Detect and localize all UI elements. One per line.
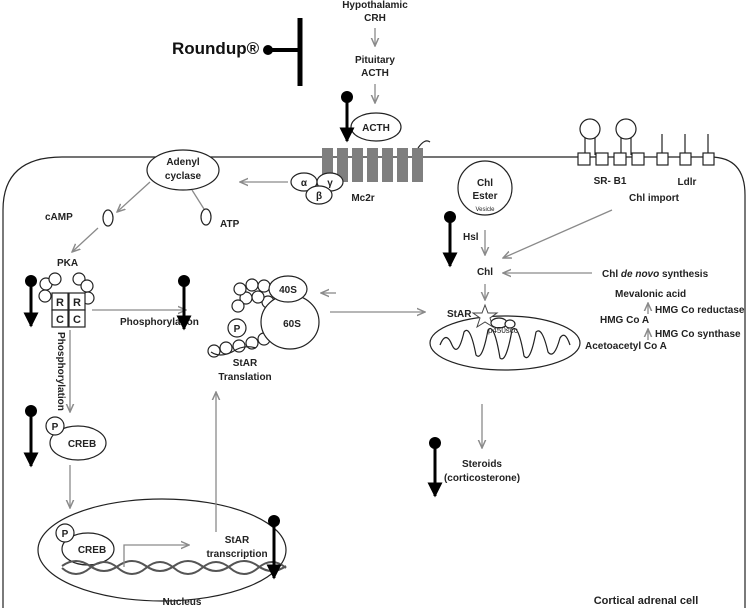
star-mito-label: StAR [447, 309, 472, 320]
mitochondrion-cristae [439, 328, 571, 360]
mc2r-receptor [322, 140, 431, 182]
hsl-inhibit-dot-icon [444, 211, 456, 223]
chl-ester-label-1: Chl [477, 178, 493, 189]
pka-inhibit-dot-icon [25, 275, 37, 287]
star-translation-inhibit-dot-icon [178, 275, 190, 287]
ldlr-label: Ldlr [678, 177, 697, 188]
g-beta-node [305, 185, 333, 205]
camp-label: cAMP [45, 212, 73, 223]
p-creb-nuc-node [55, 523, 75, 543]
acth-receptor-label: ACTH [362, 123, 390, 134]
creb-label: CREB [68, 439, 96, 450]
pituitary-label: Pituitary [355, 55, 395, 66]
atp-node [200, 208, 212, 226]
acth-top-label: ACTH [361, 68, 389, 79]
pka-c1-label: C [56, 314, 64, 326]
arrow-import-chl [503, 209, 613, 258]
cell-label: Cortical adrenal cell [594, 595, 699, 607]
p450scc-node-2 [504, 319, 516, 329]
creb-inhibit-dot-icon [25, 405, 37, 417]
p450scc-label: p450scc [488, 326, 518, 335]
g-alpha-label: α [301, 178, 308, 189]
arrow-transcription [123, 545, 189, 567]
hypothalamic-label: Hypothalamic [342, 0, 408, 11]
star-transcription-label-2: transcription [206, 549, 267, 560]
star-transcription-label-1: StAR [225, 535, 250, 546]
sr-b1-label: SR- B1 [594, 176, 627, 187]
p-creb-label: P [52, 422, 59, 433]
pka-r2-label: R [73, 297, 81, 309]
hmg-synthase-label: HMG Co synthase [655, 329, 741, 340]
arrow-camp-pka [72, 227, 99, 252]
creb-node [49, 425, 107, 461]
ribosome-60s-label: 60S [283, 319, 301, 330]
hmg-reductase-label: HMG Co reductase [655, 305, 745, 316]
chl-label: Chl [477, 267, 493, 278]
phosphorylation-v-label: Phosphorylation [55, 332, 66, 411]
chl-ester-label-2: Ester [472, 191, 497, 202]
steroids-label-2: (corticosterone) [444, 473, 520, 484]
pka-complex [38, 272, 95, 328]
p-star-node [227, 318, 247, 338]
phosphorylation-h-label: Phosphorylation [120, 317, 199, 328]
ldlr-receptor [656, 134, 715, 166]
camp-node [102, 209, 114, 227]
crh-label: CRH [364, 13, 386, 24]
mevalonic-label: Mevalonic acid [615, 289, 686, 300]
mc2r-inhibit-dot-icon [341, 91, 353, 103]
hmg-coa-label: HMG Co A [600, 315, 649, 326]
p-creb-nuc-label: P [62, 529, 69, 540]
mc2r-label: Mc2r [351, 193, 374, 204]
hsl-label: Hsl [463, 232, 479, 243]
dna-helix-strand-2 [61, 561, 287, 575]
roundup-label: Roundup® [172, 39, 260, 58]
steroids-label-1: Steroids [462, 459, 502, 470]
g-gamma-label: γ [327, 178, 333, 189]
g-beta-label: β [316, 191, 322, 202]
adenyl-cyclase-label-2: cyclase [165, 171, 202, 182]
star-translation-label-1: StAR [233, 358, 258, 369]
adenyl-cyclase-label-1: Adenyl [166, 157, 200, 168]
dna-helix-strand-1 [61, 560, 287, 572]
mitochondrion-node [429, 315, 581, 371]
acetoacetyl-label: Acetoacetyl Co A [585, 341, 667, 352]
transcription-inhibit-dot-icon [268, 515, 280, 527]
p-creb-node [45, 416, 65, 436]
arrow-adenyl-camp [117, 181, 151, 212]
pka-r1-label: R [56, 297, 64, 309]
ribosome-40s-label: 40S [279, 285, 297, 296]
vesicle-label: Vesicle [475, 207, 495, 213]
mrna-strand [210, 346, 257, 356]
steroids-inhibit-dot-icon [429, 437, 441, 449]
sr-b1-receptor [577, 118, 645, 166]
p-star-label: P [234, 324, 241, 335]
atp-label: ATP [220, 219, 240, 230]
ribosome-40s-node [268, 275, 308, 303]
nucleus-node [37, 498, 287, 602]
acth-receptor-node [350, 112, 402, 142]
chl-import-label: Chl import [629, 193, 680, 204]
adenyl-cyclase-node [146, 149, 220, 191]
chl-ester-vesicle [457, 160, 513, 216]
chl-de-novo-label: Chl de novo synthesis [602, 269, 709, 280]
nucleus-label: Nucleus [163, 597, 202, 608]
cell-membrane [2, 156, 746, 608]
pka-c2-label: C [73, 314, 81, 326]
star-translation-label-2: Translation [218, 372, 271, 383]
pka-label: PKA [57, 258, 78, 269]
creb-nuc-label: CREB [78, 545, 106, 556]
line-atp-adenyl [191, 189, 205, 210]
